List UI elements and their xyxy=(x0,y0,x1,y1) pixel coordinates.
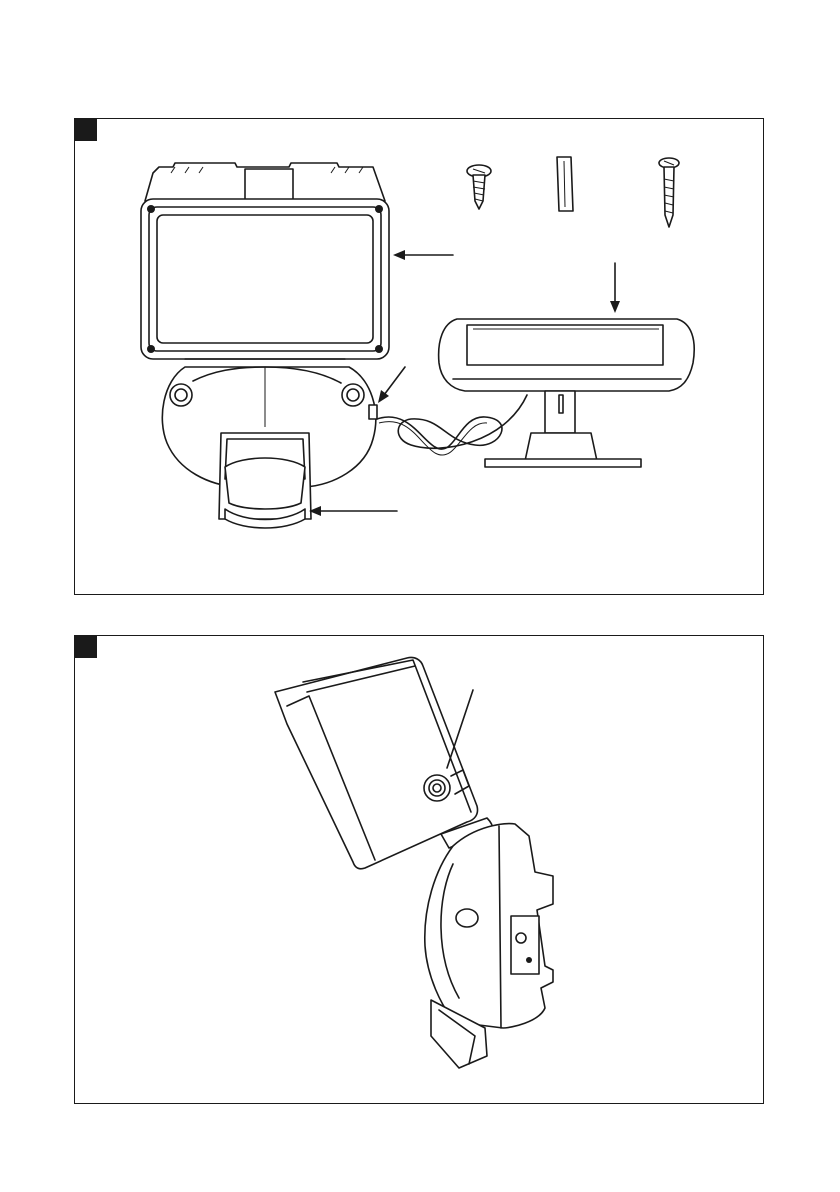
figure-2-panel xyxy=(74,635,764,1104)
connection-cable xyxy=(377,395,527,449)
figure-2-illustration xyxy=(75,636,765,1105)
figure-1-illustration xyxy=(75,119,765,596)
long-screw xyxy=(659,158,679,227)
lamp-head xyxy=(141,163,389,359)
figure-1-panel xyxy=(74,118,764,595)
wall-plug xyxy=(557,157,573,211)
motion-sensor-unit xyxy=(162,367,377,528)
screw xyxy=(467,165,491,209)
sensor-housing-side-view xyxy=(425,818,553,1068)
